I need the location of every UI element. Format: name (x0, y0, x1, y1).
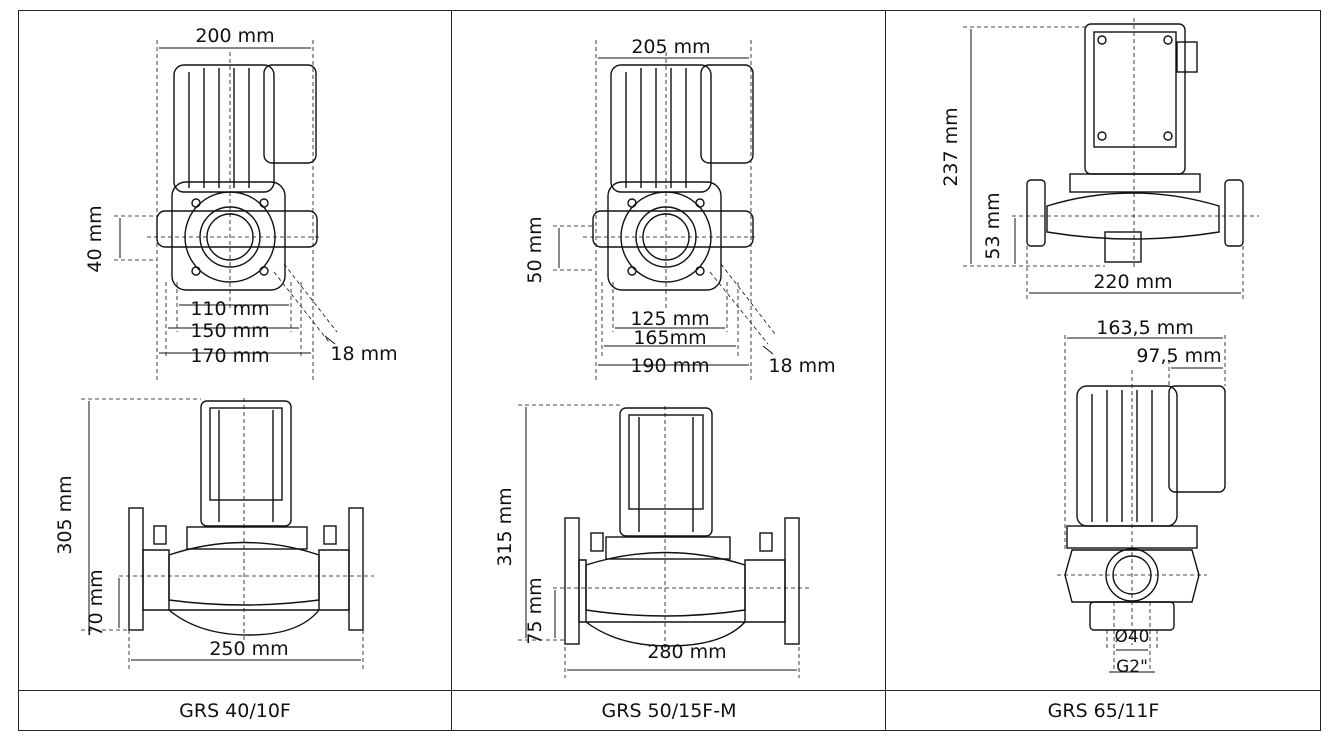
dim-length: 280 mm (647, 641, 726, 663)
side-view: 305 mm 70 mm 250 mm (54, 398, 374, 670)
dim-flange-outer: 170 mm (190, 345, 269, 367)
dim-total-height: 305 mm (54, 475, 76, 554)
dim-bolt-circle: 110 mm (190, 298, 269, 320)
dim-side-axis-height: 75 mm (524, 577, 546, 644)
dim-bolt-hole: 18 mm (768, 355, 835, 377)
table-frame (18, 10, 1321, 731)
caption-grs-40-10f: GRS 40/10F (179, 700, 291, 722)
dim-motor-offset: 97,5 mm (1136, 345, 1221, 367)
dim-total-height: 315 mm (494, 487, 516, 566)
column-divider-2 (885, 10, 886, 731)
dim-overall-width: 163,5 mm (1096, 317, 1193, 339)
dim-flange-inner: 165mm (633, 327, 706, 349)
front-view: 205 mm 50 mm 125 mm 165mm 190 mm 18 mm (524, 36, 836, 382)
dim-length: 220 mm (1093, 271, 1172, 293)
side-view: 315 mm 75 mm 280 mm (494, 404, 810, 678)
dim-side-axis-height: 70 mm (85, 569, 107, 636)
dim-flange-outer: 190 mm (630, 355, 709, 377)
dim-bolt-hole: 18 mm (330, 343, 397, 365)
dim-axis-height: 53 mm (982, 192, 1004, 259)
caption-grs-65-11f: GRS 65/11F (1047, 700, 1160, 722)
dim-bolt-circle: 125 mm (630, 308, 709, 330)
dim-port-diameter: Ø40 (1114, 627, 1149, 647)
caption-row-divider (18, 690, 1321, 691)
column-divider-1 (451, 10, 452, 731)
front-view: 237 mm 53 mm 220 mm (940, 18, 1259, 300)
drawing-grs-50-15f-m: 205 mm 50 mm 125 mm 165mm 190 mm 18 mm (494, 36, 836, 678)
side-view: 163,5 mm 97,5 mm Ø40 G2" (1057, 317, 1226, 677)
drawing-grs-65-11f: 237 mm 53 mm 220 mm (940, 18, 1259, 677)
dim-axis-height: 40 mm (84, 205, 106, 272)
dim-length: 250 mm (209, 638, 288, 660)
dim-overall-width: 200 mm (195, 25, 274, 47)
dim-flange-inner: 150 mm (190, 320, 269, 342)
dim-total-height: 237 mm (940, 107, 962, 186)
dim-axis-height: 50 mm (524, 216, 546, 283)
drawing-grs-40-10f: 200 mm 40 mm 110 mm 150 mm 170 mm 18 mm (54, 25, 398, 670)
caption-grs-50-15f-m: GRS 50/15F-M (601, 700, 737, 722)
dim-thread: G2" (1116, 657, 1148, 677)
front-view: 200 mm 40 mm 110 mm 150 mm 170 mm 18 mm (84, 25, 398, 380)
dim-overall-width: 205 mm (631, 36, 710, 58)
